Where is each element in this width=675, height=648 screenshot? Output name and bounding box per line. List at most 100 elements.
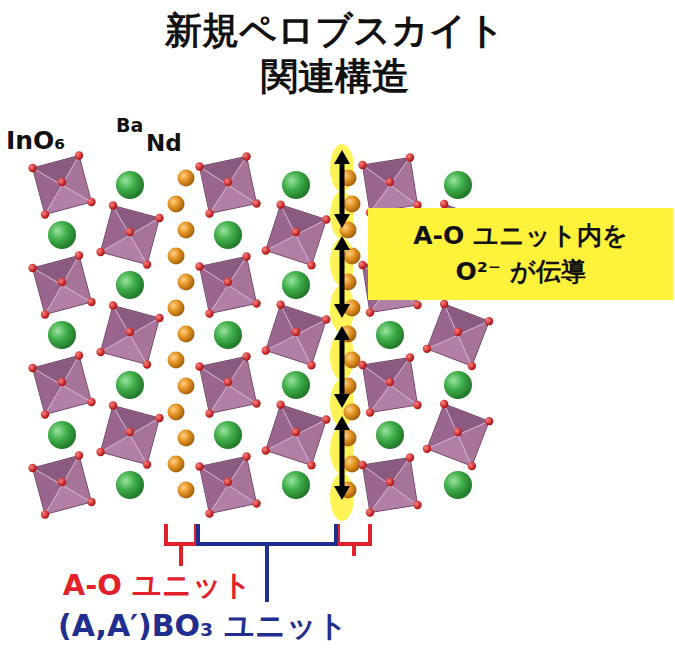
- oxygen-atom: [423, 345, 431, 353]
- oxygen-atom: [195, 362, 203, 370]
- oxygen-atom: [87, 498, 95, 506]
- callout-text: A-O ユニット内を O²⁻ が伝導: [396, 218, 645, 290]
- ba-atom: [48, 221, 76, 249]
- nd-atom: [344, 456, 361, 473]
- ao-bracket: [338, 524, 370, 556]
- arrow-head: [334, 486, 350, 500]
- oxygen-atom: [440, 200, 448, 208]
- oxygen-atom: [195, 162, 203, 170]
- ino6-octahedron: [101, 206, 160, 265]
- ino6-octahedron: [33, 156, 92, 215]
- octahedron-edge: [266, 205, 327, 266]
- oxygen-atom: [358, 261, 366, 269]
- oxygen-atom: [205, 309, 213, 317]
- nd-atom: [178, 326, 195, 343]
- oxygen-atom: [292, 328, 300, 336]
- ba-atom: [116, 471, 144, 499]
- oxygen-atom: [58, 278, 66, 286]
- nd-atom: [178, 274, 195, 291]
- ba-atom: [444, 371, 472, 399]
- oxygen-atom: [58, 478, 66, 486]
- oxygen-atom: [143, 460, 151, 468]
- octahedron-face: [228, 356, 257, 403]
- oxygen-atom: [224, 278, 232, 286]
- oxygen-atom: [366, 508, 374, 516]
- octahedron-face: [130, 418, 159, 464]
- oxygen-atom: [109, 301, 117, 309]
- ba-atom: [214, 221, 242, 249]
- oxygen-atom: [413, 301, 421, 309]
- oxygen-atom: [307, 361, 315, 369]
- oxygen-atom: [423, 445, 431, 453]
- octahedron-edge: [362, 457, 417, 512]
- nd-atom: [168, 196, 185, 213]
- oxygen-atom: [454, 328, 462, 336]
- oxygen-atom: [224, 478, 232, 486]
- octahedron-edge: [33, 256, 92, 315]
- oxygen-atom: [28, 164, 36, 172]
- oxygen-atom: [276, 401, 284, 409]
- ino6-octahedron: [199, 256, 256, 313]
- octahedron-edge: [101, 206, 160, 265]
- oxygen-atom: [322, 215, 330, 223]
- atom-label: InO₆: [6, 126, 65, 155]
- octahedron-face: [296, 320, 326, 366]
- oxygen-atom: [195, 262, 203, 270]
- octahedron-edge: [33, 156, 92, 215]
- oxygen-atom: [252, 299, 260, 307]
- atom-label: Nd: [146, 130, 182, 156]
- arrow-head: [334, 236, 350, 250]
- octahedron-face: [130, 218, 159, 264]
- ba-atom: [48, 321, 76, 349]
- ba-atom: [376, 321, 404, 349]
- oxygen-atom: [41, 310, 49, 318]
- oxygen-atom: [307, 461, 315, 469]
- ba-atom: [282, 171, 310, 199]
- oxygen-atom: [126, 328, 134, 336]
- nd-atom: [178, 170, 195, 187]
- unit-label: A-O ユニット: [63, 566, 252, 606]
- octahedron-edge: [199, 156, 256, 213]
- ba-atom: [282, 471, 310, 499]
- nd-atom: [344, 352, 361, 369]
- oxygen-atom: [242, 252, 250, 260]
- octahedron-face: [228, 456, 257, 503]
- ao-bracket: [166, 524, 196, 566]
- oxygen-atom: [75, 451, 83, 459]
- oxygen-atom: [454, 428, 462, 436]
- arrow-head: [334, 214, 350, 228]
- conduction-arrow: [340, 428, 345, 488]
- conduction-arrow: [340, 338, 345, 396]
- ba-atom: [116, 371, 144, 399]
- arrow-head: [334, 304, 350, 318]
- ba-atom: [282, 271, 310, 299]
- oxygen-atom: [252, 199, 260, 207]
- ino6-octahedron: [266, 305, 327, 366]
- oxygen-atom: [87, 398, 95, 406]
- ino6-octahedron: [427, 404, 489, 466]
- octahedron-face: [62, 156, 91, 202]
- title: 新規ペロブスカイト 関連構造: [120, 8, 550, 100]
- oxygen-atom: [262, 446, 270, 454]
- oxygen-atom: [75, 151, 83, 159]
- oxygen-atom: [41, 210, 49, 218]
- oxygen-atom: [406, 153, 414, 161]
- oxygen-atom: [224, 178, 232, 186]
- oxygen-atom: [242, 452, 250, 460]
- oxygen-atom: [322, 315, 330, 323]
- ino6-octahedron: [266, 205, 327, 266]
- ino6-octahedron: [199, 156, 256, 213]
- octahedron-face: [458, 421, 489, 466]
- octahedron-edge: [199, 456, 256, 513]
- ino6-octahedron: [33, 256, 92, 315]
- oxygen-atom: [276, 201, 284, 209]
- unit-label: (A,A′)BO₃ ユニット: [58, 606, 348, 647]
- oxygen-atom: [224, 378, 232, 386]
- oxygen-atom: [155, 214, 163, 222]
- oxygen-atom: [109, 201, 117, 209]
- ino6-octahedron: [427, 304, 489, 366]
- ba-atom: [444, 471, 472, 499]
- arrow-head: [334, 394, 350, 408]
- oxygen-atom: [406, 453, 414, 461]
- octahedron-face: [62, 356, 91, 402]
